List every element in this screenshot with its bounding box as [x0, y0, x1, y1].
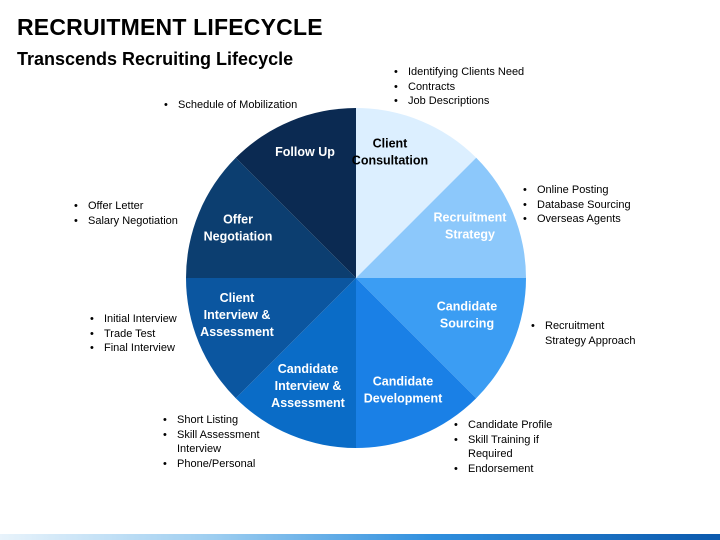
note-item: Trade Test	[89, 327, 177, 342]
notes-follow-up: Schedule of Mobilization	[163, 98, 297, 113]
wheel-segment	[235, 278, 356, 448]
wheel-segment	[186, 278, 356, 399]
note-item: Skill Assessment Interview	[162, 428, 272, 457]
segment-label-line: Client	[373, 137, 409, 151]
segment-label-line: Development	[364, 392, 443, 406]
notes-candidate-sourcing: Recruitment Strategy Approach	[530, 319, 640, 348]
segment-label-line: Candidate	[278, 362, 338, 376]
segment-label-line: Strategy	[445, 228, 495, 242]
wheel-segment	[356, 278, 526, 399]
note-item: Online Posting	[522, 183, 631, 198]
note-item: Contracts	[393, 80, 524, 95]
note-item: Candidate Profile	[453, 418, 573, 433]
segment-label-line: Sourcing	[440, 317, 494, 331]
note-item: Database Sourcing	[522, 198, 631, 213]
segment-label-line: Candidate	[373, 375, 433, 389]
page-subtitle: Transcends Recruiting Lifecycle	[17, 49, 294, 69]
note-item: Job Descriptions	[393, 94, 524, 109]
wheel-segment	[356, 278, 477, 448]
note-item: Overseas Agents	[522, 212, 631, 227]
segment-label-line: Client	[220, 291, 256, 305]
notes-offer-negotiation: Offer Letter Salary Negotiation	[73, 199, 178, 228]
note-item: Skill Training if Required	[453, 433, 573, 462]
note-item: Offer Letter	[73, 199, 178, 214]
segment-label-line: Consultation	[352, 154, 428, 168]
segment-label-line: Interview &	[204, 308, 271, 322]
note-item: Initial Interview	[89, 312, 177, 327]
page-title: RECRUITMENT LIFECYCLE	[17, 14, 323, 40]
note-item: Phone/Personal	[162, 457, 272, 472]
segment-label-line: Negotiation	[204, 230, 273, 244]
note-item: Final Interview	[89, 341, 177, 356]
segment-label-line: Offer	[223, 213, 253, 227]
wheel-segment	[356, 108, 477, 278]
wheel-segment	[356, 157, 526, 278]
segment-label-line: Assessment	[271, 396, 345, 410]
wheel-segment	[235, 108, 356, 278]
segment-label-line: Candidate	[437, 300, 497, 314]
note-item: Salary Negotiation	[73, 214, 178, 229]
segment-label: Follow Up	[275, 145, 335, 159]
segment-label-line: Assessment	[200, 325, 274, 339]
note-item: Endorsement	[453, 462, 573, 477]
segment-label-line: Recruitment	[434, 211, 508, 225]
notes-client-interview: Initial Interview Trade Test Final Inter…	[89, 312, 177, 356]
notes-recruitment-strategy: Online Posting Database Sourcing Oversea…	[522, 183, 631, 227]
note-item: Short Listing	[162, 413, 272, 428]
notes-client-consultation: Identifying Clients Need Contracts Job D…	[393, 65, 524, 109]
note-item: Identifying Clients Need	[393, 65, 524, 80]
note-item: Schedule of Mobilization	[163, 98, 297, 113]
bottom-accent-bar	[0, 534, 720, 540]
segment-label-line: Follow Up	[275, 145, 335, 159]
notes-candidate-development: Candidate Profile Skill Training if Requ…	[453, 418, 573, 476]
note-item: Recruitment Strategy Approach	[530, 319, 640, 348]
wheel-segment	[185, 157, 356, 278]
notes-candidate-interview: Short Listing Skill Assessment Interview…	[162, 413, 272, 471]
segment-label-line: Interview &	[275, 379, 342, 393]
